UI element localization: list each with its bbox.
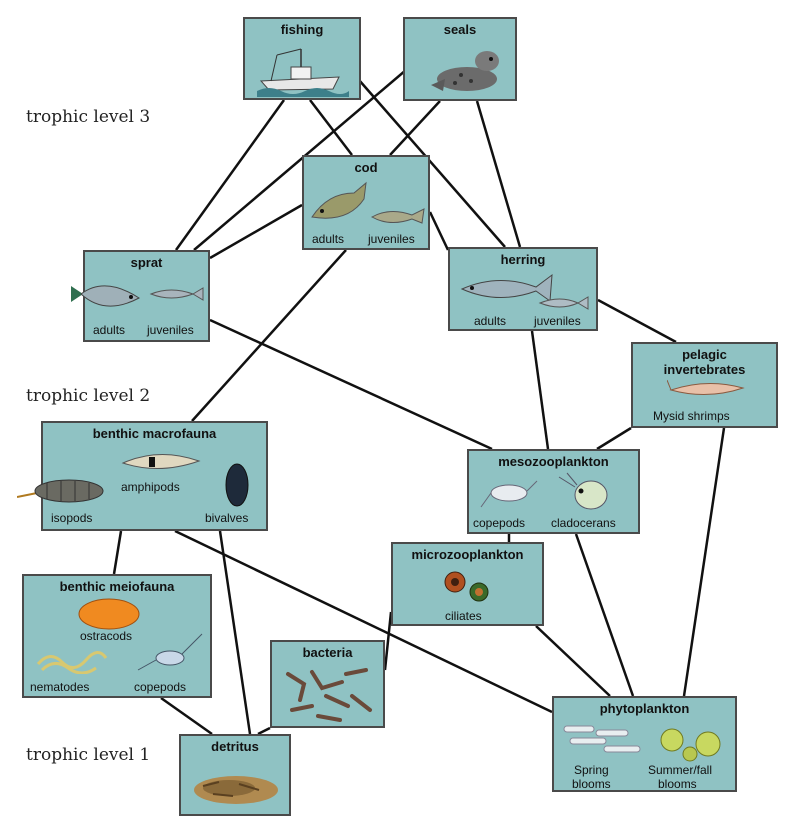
link-fishing-sprat xyxy=(174,99,286,251)
link-mesozoo-phyto xyxy=(574,533,635,697)
summer-fall-label: Summer/fall xyxy=(648,763,713,777)
herring-juveniles-label: juveniles xyxy=(534,314,581,328)
node-seals: seals xyxy=(403,17,517,101)
herring-adult-icon xyxy=(460,273,553,302)
bacteria-icon xyxy=(286,668,372,722)
amphipod-icon xyxy=(121,453,201,470)
link-fishing-cod xyxy=(309,99,353,156)
node-title: fishing xyxy=(280,22,324,37)
mysid-shrimp-icon xyxy=(667,379,745,396)
cod-juveniles-label: juveniles xyxy=(368,232,415,246)
link-macrofauna-phyto xyxy=(174,529,553,714)
node-title: microzooplankton xyxy=(411,547,524,562)
node-microzooplankton: microzooplankton ciliates xyxy=(391,542,544,626)
cod-adult-icon xyxy=(311,181,367,219)
link-herring-mesozoo xyxy=(530,330,550,450)
link-herring-pelagic xyxy=(597,298,677,344)
sprat-adults-label: adults xyxy=(93,323,126,337)
spring-bloom-diatom-icon xyxy=(563,725,641,753)
node-title: herring xyxy=(500,252,546,267)
nematodes-label: nematodes xyxy=(30,680,90,694)
node-title-line2: invertebrates xyxy=(663,362,746,377)
amphipods-label: amphipods xyxy=(121,480,180,494)
trophic-level-3-label: trophic level 3 xyxy=(26,107,151,127)
spring-blooms-label: blooms xyxy=(572,777,611,791)
sprat-adult-icon xyxy=(71,285,140,307)
link-bacteria-detritus xyxy=(257,726,271,736)
summer-bloom-cyanobacteria-icon xyxy=(660,728,721,762)
meiofauna-copepods-label: copepods xyxy=(134,680,187,694)
link-microzoo-bacteria xyxy=(383,611,393,671)
isopod-icon xyxy=(17,479,104,503)
node-benthic-macrofauna: benthic macrofauna amphipods isopods biv… xyxy=(17,421,268,531)
ciliate-icon xyxy=(444,571,489,602)
spring-label: Spring xyxy=(574,763,609,777)
cod-juvenile-icon xyxy=(370,208,425,224)
trophic-level-2-label: trophic level 2 xyxy=(26,386,151,406)
fishing-boat-icon xyxy=(257,48,349,97)
seal-icon xyxy=(431,51,499,91)
link-cod-macrofauna xyxy=(191,249,347,422)
node-title: benthic meiofauna xyxy=(59,579,175,594)
link-microzoo-phyto xyxy=(535,625,611,697)
node-title-line1: pelagic xyxy=(682,347,727,362)
copepod-icon xyxy=(480,480,538,508)
link-pelagic-mesozoo xyxy=(596,426,632,451)
link-cod-sprat xyxy=(209,203,303,260)
ostracod-icon xyxy=(78,598,140,630)
node-title: detritus xyxy=(211,739,259,754)
link-meiofauna-detritus xyxy=(160,696,213,736)
sprat-juveniles-label: juveniles xyxy=(147,323,194,337)
link-pelagic-phyto xyxy=(682,427,726,697)
node-detritus: detritus xyxy=(179,734,291,816)
ostracods-label: ostracods xyxy=(80,629,133,643)
bivalves-label: bivalves xyxy=(205,511,249,525)
link-sprat-mesozoo xyxy=(209,318,493,451)
link-seals-cod xyxy=(389,100,441,156)
trophic-level-1-label: trophic level 1 xyxy=(26,745,151,765)
node-mesozooplankton: mesozooplankton copepods cladocerans xyxy=(467,449,640,534)
detritus-icon xyxy=(194,776,278,804)
ciliates-label: ciliates xyxy=(445,609,482,623)
node-cod: cod adults juveniles xyxy=(302,155,430,250)
node-fishing: fishing xyxy=(243,17,361,100)
node-title: phytoplankton xyxy=(599,701,690,716)
node-title: bacteria xyxy=(302,645,353,660)
node-title: pelagic invertebrates xyxy=(633,347,776,377)
link-seals-herring xyxy=(475,100,522,248)
node-title: mesozooplankton xyxy=(498,454,609,469)
node-benthic-meiofauna: benthic meiofauna ostracods nematodes co… xyxy=(22,574,212,698)
meiofauna-copepod-icon xyxy=(137,633,203,671)
copepods-label: copepods xyxy=(473,516,526,530)
link-macrofauna-meiofauna xyxy=(112,530,123,575)
mysid-shrimps-label: Mysid shrimps xyxy=(653,409,730,423)
cod-adults-label: adults xyxy=(312,232,345,246)
node-phytoplankton: phytoplankton Spring blooms Summer/fall … xyxy=(552,696,737,792)
link-macrofauna-detritus xyxy=(218,530,252,735)
node-herring: herring adults juveniles xyxy=(448,247,598,331)
link-seals-sprat xyxy=(193,69,407,251)
node-pelagic-invertebrates: pelagic invertebrates Mysid shrimps xyxy=(631,342,778,428)
node-sprat: sprat adults juveniles xyxy=(71,250,210,342)
isopods-label: isopods xyxy=(51,511,93,525)
herring-adults-label: adults xyxy=(474,314,507,328)
link-cod-herring xyxy=(428,211,450,251)
node-title: cod xyxy=(354,160,378,175)
node-bacteria: bacteria xyxy=(270,640,385,728)
node-title: sprat xyxy=(130,255,163,270)
herring-juvenile-icon xyxy=(538,296,589,310)
summer-fall-blooms-label: blooms xyxy=(658,777,697,791)
node-title: benthic macrofauna xyxy=(92,426,217,441)
bivalve-icon xyxy=(225,463,249,507)
nematode-icon xyxy=(36,651,108,674)
cladocerans-label: cladocerans xyxy=(551,516,616,530)
cladoceran-icon xyxy=(558,472,608,510)
node-title: seals xyxy=(443,22,477,37)
sprat-juvenile-icon xyxy=(149,287,204,301)
